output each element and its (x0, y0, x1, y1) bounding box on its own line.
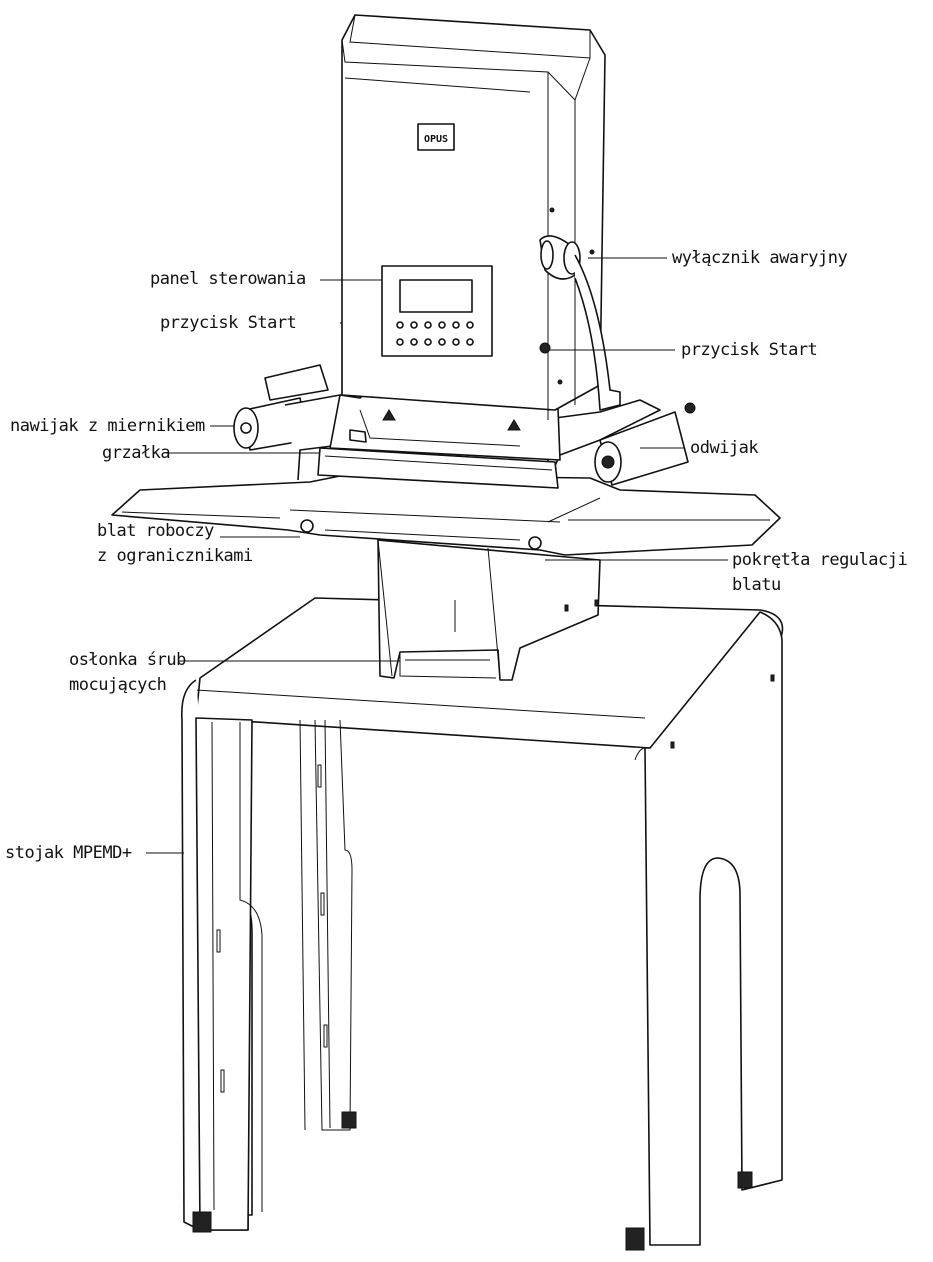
label-unwinder: odwijak (690, 438, 759, 458)
label-emergency-switch: wyłącznik awaryjny (672, 248, 848, 268)
label-screw-cover-line1: osłonka śrub (69, 650, 186, 670)
stand-drawing (180, 597, 784, 1251)
label-winder-with-meter: nawijak z miernikiem (10, 416, 205, 436)
worktable-drawing (111, 474, 781, 556)
label-heater: grzałka (102, 443, 171, 463)
panel-buttons (396, 321, 474, 346)
opus-logo-text: OPUS (424, 134, 448, 145)
label-screw-cover-line2: mocujących (69, 675, 167, 695)
label-stand: stojak MPEMD+ (5, 843, 132, 863)
housing-drawing: OPUS (341, 14, 621, 420)
label-table-knobs-line2: blatu (732, 575, 781, 595)
label-start-button-right: przycisk Start (681, 340, 818, 360)
press-column (377, 539, 601, 681)
leader-lines (146, 257, 728, 854)
label-control-panel: panel sterowania (150, 269, 306, 289)
label-worktable-line1: blat roboczy (97, 521, 214, 541)
label-table-knobs-line1: pokrętła regulacji (732, 550, 908, 570)
label-start-button-left: przycisk Start (160, 313, 297, 333)
label-worktable-line2: z ogranicznikami (97, 546, 253, 566)
